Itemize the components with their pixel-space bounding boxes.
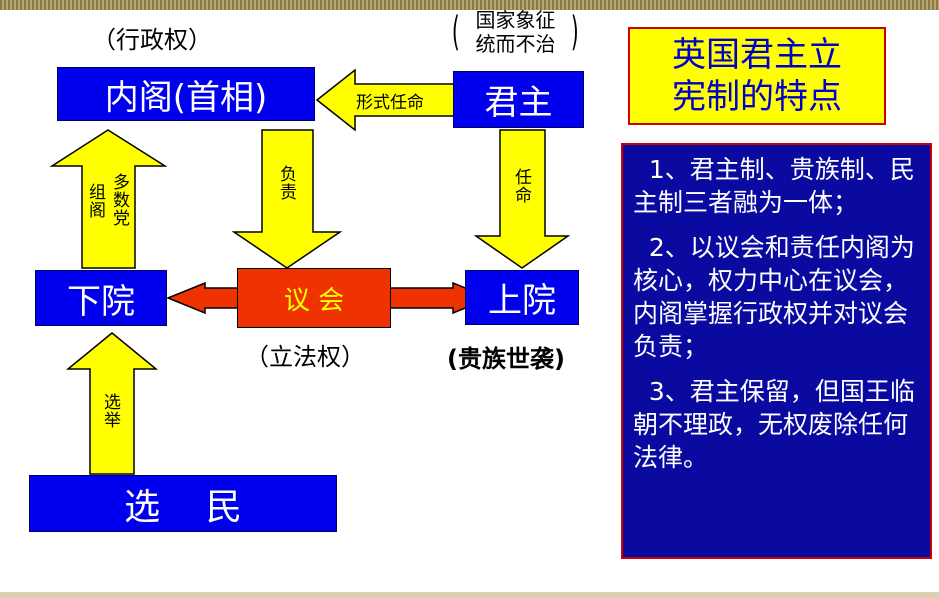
elect-arrow [65,332,159,475]
upper-house-note: (贵族世袭) [447,345,565,373]
voters-label: 选 民 [124,486,242,528]
parliament-box: 议 会 [237,268,391,328]
features-panel: 1、君主制、贵族制、民主制三者融为一体； 2、以议会和责任内阁为核心，权力中心在… [621,143,932,559]
monarch-note-bracket-right: ) [571,9,580,55]
formal-appoint-label: 形式任命 [356,93,424,113]
form-cabinet-label: 组阁 [85,183,105,219]
cabinet-box: 内阁(首相) [57,67,315,121]
responsible-label: 负责 [276,165,296,201]
responsible-arrow [231,129,343,269]
upper-house-label: 上院 [488,281,556,321]
cabinet-power-note: （行政权） [92,26,212,54]
feature-point-3: 3、君主保留，但国王临朝不理政，无权废除任何法律。 [633,377,915,472]
parliament-label: 议 会 [283,285,345,316]
feature-point-2: 2、以议会和责任内阁为核心，权力中心在议会，内阁掌握行政权并对议会负责； [633,233,915,361]
formal-appoint-arrow [315,68,456,132]
feature-point-1: 1、君主制、贵族制、民主制三者融为一体； [633,155,915,217]
upper-house-box: 上院 [465,270,579,325]
appoint-label: 任命 [511,168,531,204]
bottom-decorative-border [0,592,939,598]
monarch-box: 君主 [453,71,584,128]
monarch-note-line1: 国家象征 [475,8,556,32]
monarch-label: 君主 [484,83,553,123]
appoint-arrow [473,129,571,269]
cabinet-label: 内阁(首相) [104,77,268,118]
majority-cabinet-arrow [49,129,168,269]
features-title-line2: 宪制的特点 [672,77,842,117]
features-title: 英国君主立 宪制的特点 [628,27,886,125]
voters-box: 选 民 [29,475,337,532]
top-decorative-border [0,0,939,10]
elect-label: 选举 [100,393,120,429]
majority-party-label: 多数党 [109,173,129,227]
features-title-line1: 英国君主立 [672,35,842,75]
lower-house-label: 下院 [67,281,135,322]
parliament-power-note: （立法权） [245,343,365,371]
lower-house-box: 下院 [35,270,167,326]
monarch-note-bracket-left: ( [451,9,460,55]
monarch-note-line2: 统而不治 [475,32,556,56]
monarch-note: 国家象征 统而不治 ( ) [448,8,583,56]
